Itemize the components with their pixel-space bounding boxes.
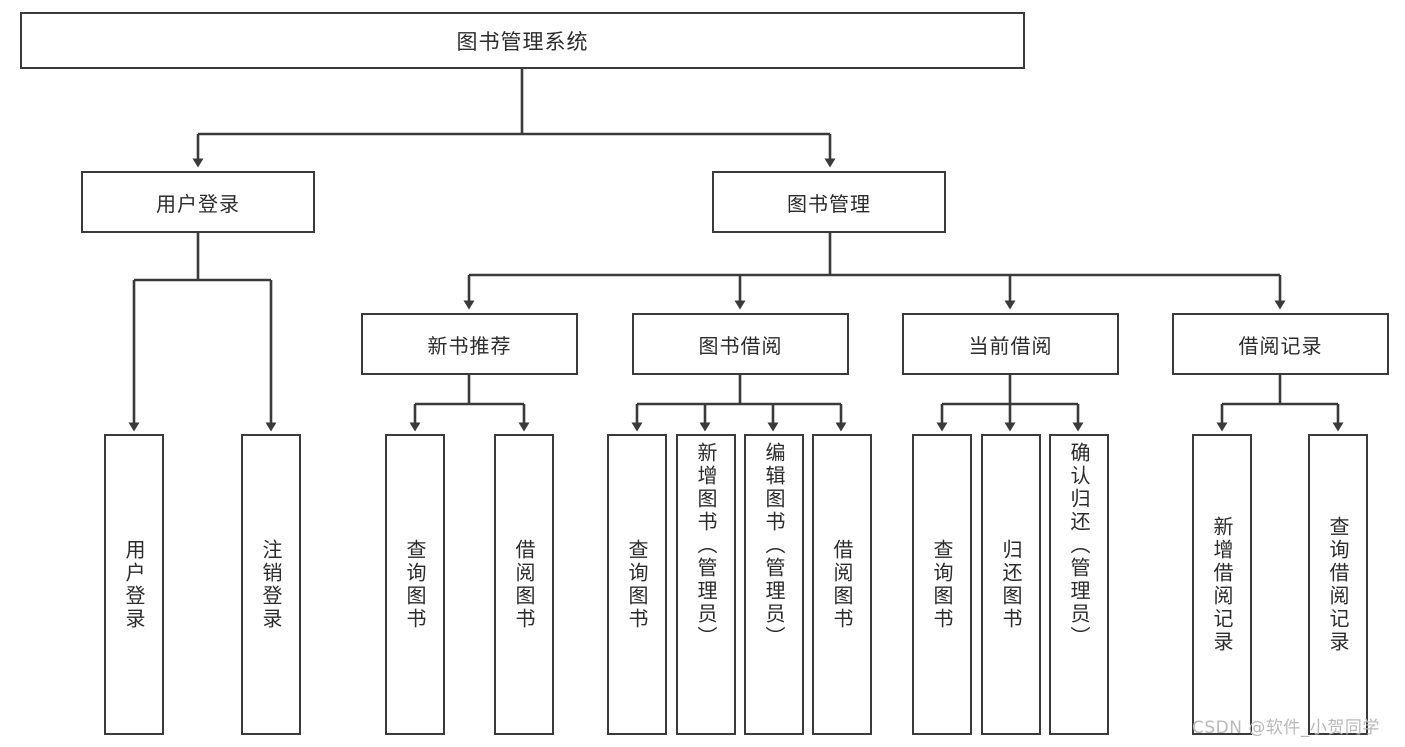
node-label: 查询图书: [930, 538, 954, 631]
node-label: 图书借阅: [698, 333, 783, 358]
node-leaf-edit-book[interactable]: 编辑图书（管理员）: [744, 434, 804, 735]
node-label: 查询图书: [403, 538, 427, 631]
node-user-login[interactable]: 用户登录: [81, 171, 315, 233]
node-leaf-query-book-recommend[interactable]: 查询图书: [385, 434, 445, 735]
node-label: 新书推荐: [427, 333, 512, 358]
node-leaf-user-login[interactable]: 用户登录: [104, 434, 164, 735]
node-leaf-query-borrow-record[interactable]: 查询借阅记录: [1308, 434, 1368, 735]
node-leaf-query-book-current[interactable]: 查询图书: [912, 434, 972, 735]
node-label: 查询借阅记录: [1326, 515, 1350, 654]
node-book-borrow[interactable]: 图书借阅: [632, 313, 849, 375]
node-leaf-borrow-book[interactable]: 借阅图书: [812, 434, 872, 735]
node-label: 新增借阅记录: [1210, 515, 1234, 654]
node-leaf-logout-login[interactable]: 注销登录: [241, 434, 301, 735]
node-label: 查询图书: [625, 538, 649, 631]
node-leaf-borrow-book-recommend[interactable]: 借阅图书: [494, 434, 554, 735]
node-label: 注销登录: [259, 538, 283, 631]
node-current-borrow[interactable]: 当前借阅: [902, 313, 1119, 375]
node-label: 用户登录: [156, 191, 240, 216]
node-leaf-add-borrow-record[interactable]: 新增借阅记录: [1192, 434, 1252, 735]
node-leaf-add-book[interactable]: 新增图书（管理员）: [676, 434, 736, 735]
node-label: 借阅记录: [1238, 333, 1323, 358]
csdn-watermark: CSDN @软件_小贺同学: [1192, 718, 1380, 738]
node-leaf-confirm-return[interactable]: 确认归还（管理员）: [1049, 434, 1109, 735]
node-label: 当前借阅: [968, 333, 1053, 358]
node-borrow-record[interactable]: 借阅记录: [1172, 313, 1389, 375]
node-new-book-recommend[interactable]: 新书推荐: [361, 313, 578, 375]
node-label: 借阅图书: [512, 538, 536, 631]
node-label: 归还图书: [999, 538, 1023, 631]
node-label: 图书管理系统: [456, 29, 589, 54]
node-leaf-query-book-borrow[interactable]: 查询图书: [607, 434, 667, 735]
node-label: 用户登录: [122, 538, 146, 631]
node-root-book-management-system[interactable]: 图书管理系统: [20, 12, 1025, 69]
node-label: 新增图书（管理员）: [694, 442, 718, 649]
node-leaf-return-book[interactable]: 归还图书: [981, 434, 1041, 735]
node-label: 借阅图书: [830, 538, 854, 631]
node-label: 编辑图书（管理员）: [762, 442, 786, 649]
node-label: 图书管理: [787, 191, 871, 216]
node-label: 确认归还（管理员）: [1067, 442, 1091, 649]
node-book-management[interactable]: 图书管理: [712, 171, 946, 233]
